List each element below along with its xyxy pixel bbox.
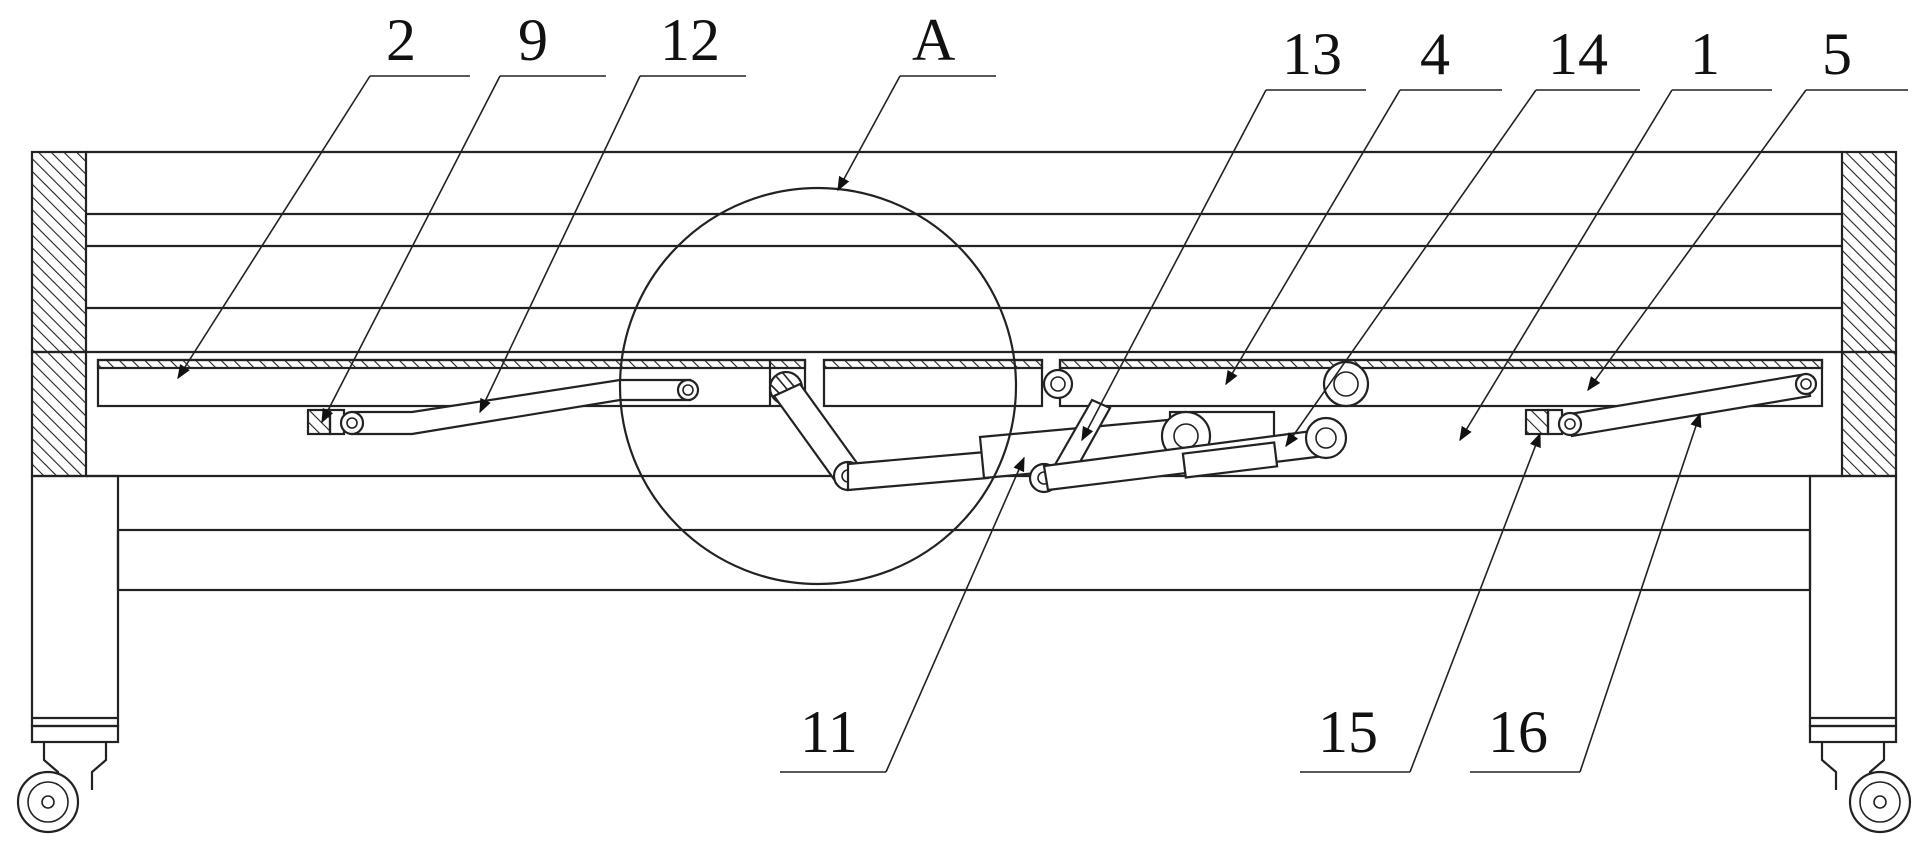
right-footboard-upper bbox=[1840, 150, 1898, 354]
bed-plates bbox=[96, 358, 1824, 408]
left-leg bbox=[30, 474, 120, 790]
roller-14 bbox=[1304, 416, 1348, 460]
right-link-assembly bbox=[1524, 372, 1818, 438]
left-caster-wheel bbox=[16, 770, 80, 834]
label-9: 9 bbox=[518, 7, 548, 73]
right-footboard-lower bbox=[1840, 350, 1898, 478]
central-mechanism bbox=[768, 360, 1370, 494]
label-11: 11 bbox=[800, 699, 858, 765]
label-14: 14 bbox=[1548, 21, 1608, 87]
label-16: 16 bbox=[1488, 699, 1548, 765]
label-1: 1 bbox=[1690, 21, 1720, 87]
label-15: 15 bbox=[1318, 699, 1378, 765]
right-leg bbox=[1808, 474, 1898, 790]
label-A: A bbox=[912, 7, 955, 73]
middle-roller bbox=[1042, 368, 1074, 400]
lower-crossbeam bbox=[116, 528, 1812, 592]
label-5: 5 bbox=[1822, 21, 1852, 87]
reference-labels: 2 9 12 A 13 4 14 1 5 11 15 16 bbox=[386, 7, 1852, 765]
leader-lines bbox=[177, 75, 1908, 773]
label-13: 13 bbox=[1282, 21, 1342, 87]
label-2: 2 bbox=[386, 7, 416, 73]
left-headboard-lower bbox=[30, 350, 88, 478]
upper-roller bbox=[1322, 360, 1370, 408]
label-12: 12 bbox=[660, 7, 720, 73]
push-rod bbox=[846, 450, 990, 492]
detail-circle-a bbox=[618, 186, 1018, 586]
left-link-assembly bbox=[306, 378, 700, 436]
right-bracket bbox=[1524, 408, 1550, 436]
left-headboard-upper bbox=[30, 150, 88, 354]
label-4: 4 bbox=[1420, 21, 1450, 87]
bed-frame bbox=[30, 150, 1898, 592]
right-caster-wheel bbox=[1848, 770, 1912, 834]
